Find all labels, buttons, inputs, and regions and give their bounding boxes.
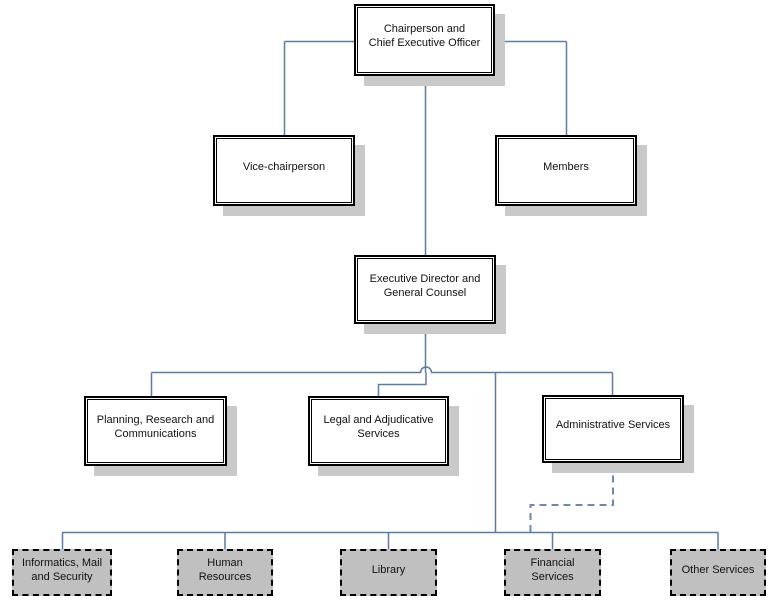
node-other-services-label: Other Services: [681, 563, 755, 576]
connector-level4-horizontal-with-hop: [151, 366, 613, 374]
node-library: Library: [340, 549, 437, 596]
node-vice-chairperson-label: Vice-chairperson: [242, 160, 326, 173]
node-administrative: Administrative Services: [542, 395, 684, 463]
node-financial-services-label: Financial Services: [530, 556, 575, 583]
connector-dashed-administrative: [529, 463, 614, 532]
node-chairperson-label: Chairperson and Chief Executive Officer: [368, 23, 481, 49]
node-human-resources-label: Human Resources: [198, 556, 252, 583]
node-members-label: Members: [543, 160, 589, 173]
node-legal: Legal and Adjudicative Services: [308, 396, 449, 466]
node-informatics-label: Informatics, Mail and Security: [21, 556, 103, 583]
node-planning: Planning, Research and Communications: [84, 396, 227, 466]
node-library-label: Library: [371, 563, 406, 576]
node-chairperson: Chairperson and Chief Executive Officer: [354, 4, 495, 76]
node-planning-label: Planning, Research and Communications: [96, 414, 215, 440]
node-administrative-label: Administrative Services: [555, 419, 671, 431]
node-vice-chairperson: Vice-chairperson: [213, 135, 355, 206]
node-financial-services: Financial Services: [504, 549, 601, 596]
node-human-resources: Human Resources: [177, 549, 273, 596]
connector-drop-legal-jog: [377, 372, 427, 396]
node-other-services: Other Services: [670, 549, 766, 596]
node-members: Members: [495, 135, 637, 206]
node-informatics: Informatics, Mail and Security: [12, 549, 112, 596]
node-executive-director-label: Executive Director and General Counsel: [369, 272, 481, 299]
node-legal-label: Legal and Adjudicative Services: [323, 414, 434, 440]
node-executive-director: Executive Director and General Counsel: [354, 255, 496, 324]
